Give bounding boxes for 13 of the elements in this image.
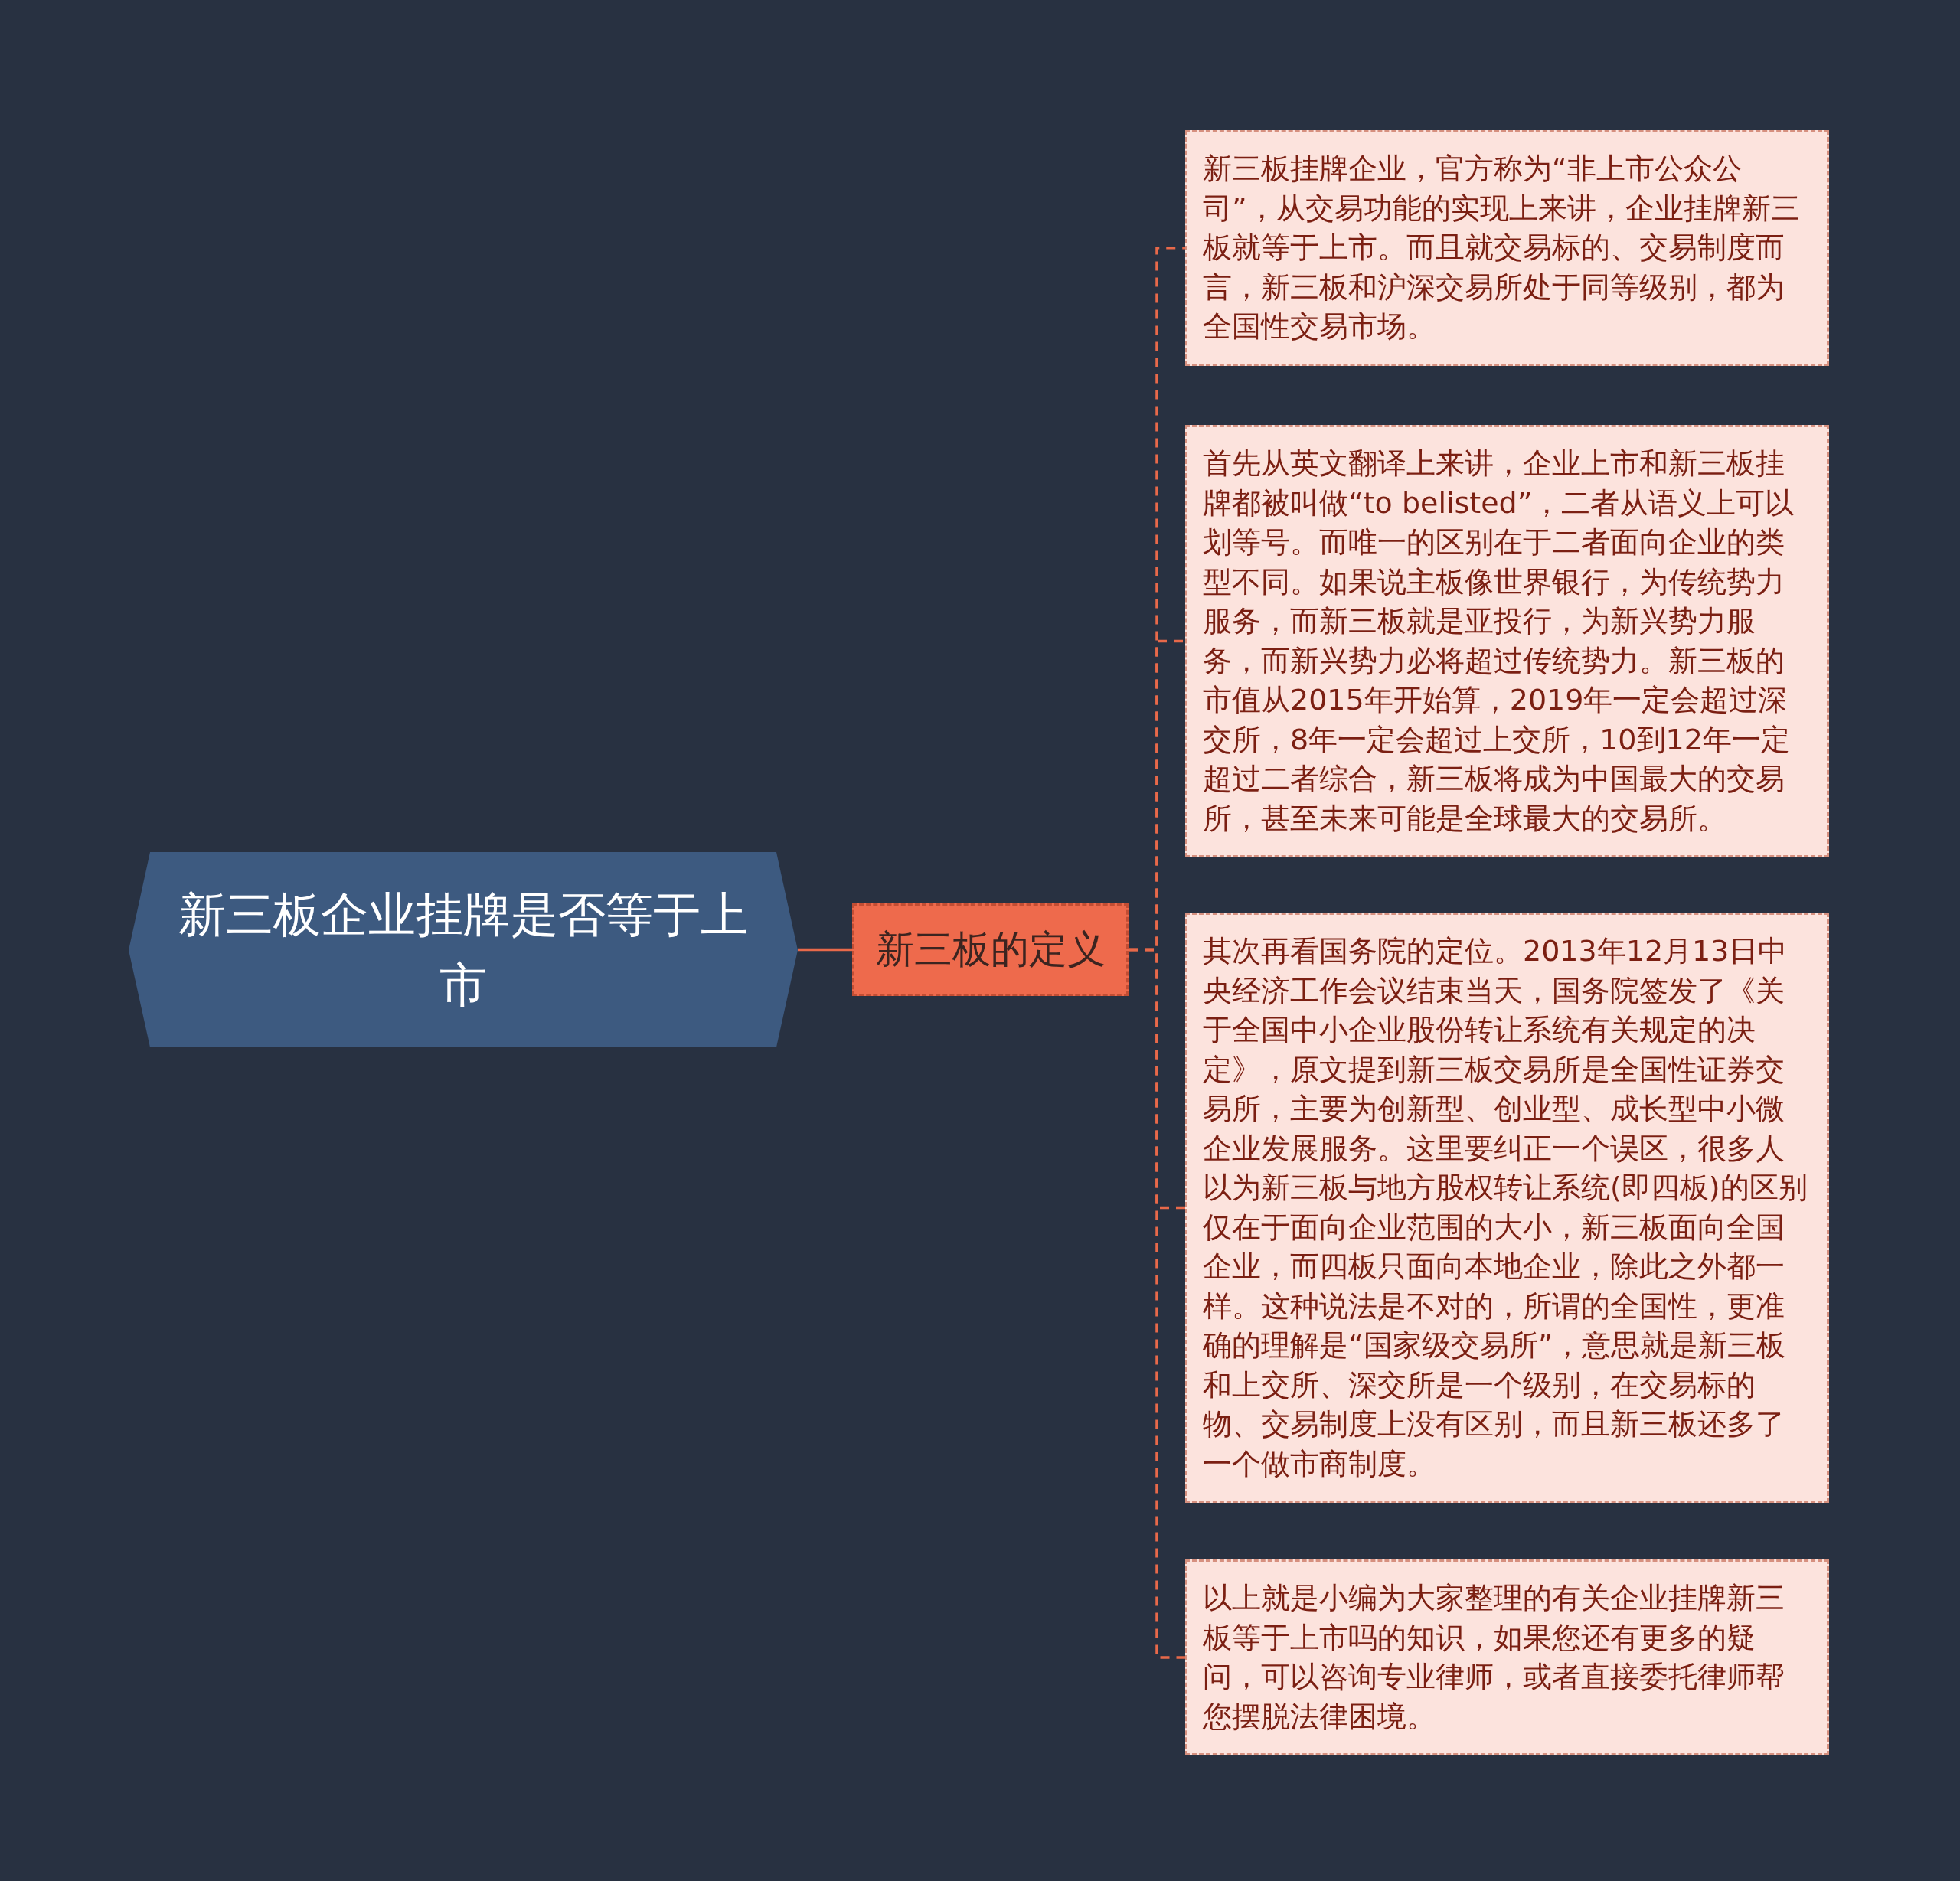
note-text: 其次再看国务院的定位。2013年12月13日中央经济工作会议结束当天，国务院签发了《关于全国中小企业股份转让系统有关规定的决定》，原文提到新三板交易所是全国性证券交易所，主要为创新型、创业型、成长型中小微企业发展服务。这里要纠正一个误区，很多人以为新三板与地方股权转让系统(即四板)的区别仅在于面向企业范围的大小，新三板面向全国企业，而四板只面向本地企业，除此之外都一样。这种说法是不对的，所谓的全国性，更准确的理解是“国家级交易所”，意思就是新三板和上交所、深交所是一个级别，在交易标的物、交易制度上没有区别，而且新三板还多了一个做市商制度。	[1203, 933, 1808, 1482]
topic-hexagon	[129, 852, 798, 1047]
connector-line	[798, 948, 852, 952]
topic-text: 新三板企业挂牌是否等于上市	[178, 885, 749, 1014]
connector-line	[1129, 948, 1185, 1659]
note-card	[1185, 130, 1829, 366]
note-text: 首先从英文翻译上来讲，企业上市和新三板挂牌都被叫做“to belisted”，二者从语义上可以划等号。而唯一的区别在于二者面向企业的类型不同。如果说主板像世界银行，为传统势力服务，而新三板就是亚投行，为新兴势力服务，而新兴势力必将超过传统势力。新三板的市值从2015年开始算，2019年一定会超过深交所，8年一定会超过上交所，10到12年一定超过二者综合，新三板将成为中国最大的交易所，甚至未来可能是全球最大的交易所。	[1203, 446, 1795, 837]
note-text: 新三板挂牌企业，官方称为“非上市公众公司”，从交易功能的实现上来讲，企业挂牌新三板就等于上市。而且就交易标的、交易制度而言，新三板和沪深交易所处于同等级别，都为全国性交易市场。	[1203, 151, 1801, 345]
note-text: 以上就是小编为大家整理的有关企业挂牌新三板等于上市吗的知识，如果您还有更多的疑问，可以咨询专业律师，或者直接委托律师帮您摆脱法律困境。	[1203, 1580, 1785, 1735]
note-card	[1185, 1559, 1829, 1755]
note-card	[1185, 425, 1829, 857]
topic-text: 新三板的定义	[875, 926, 1106, 973]
subtopic-box	[852, 903, 1129, 996]
